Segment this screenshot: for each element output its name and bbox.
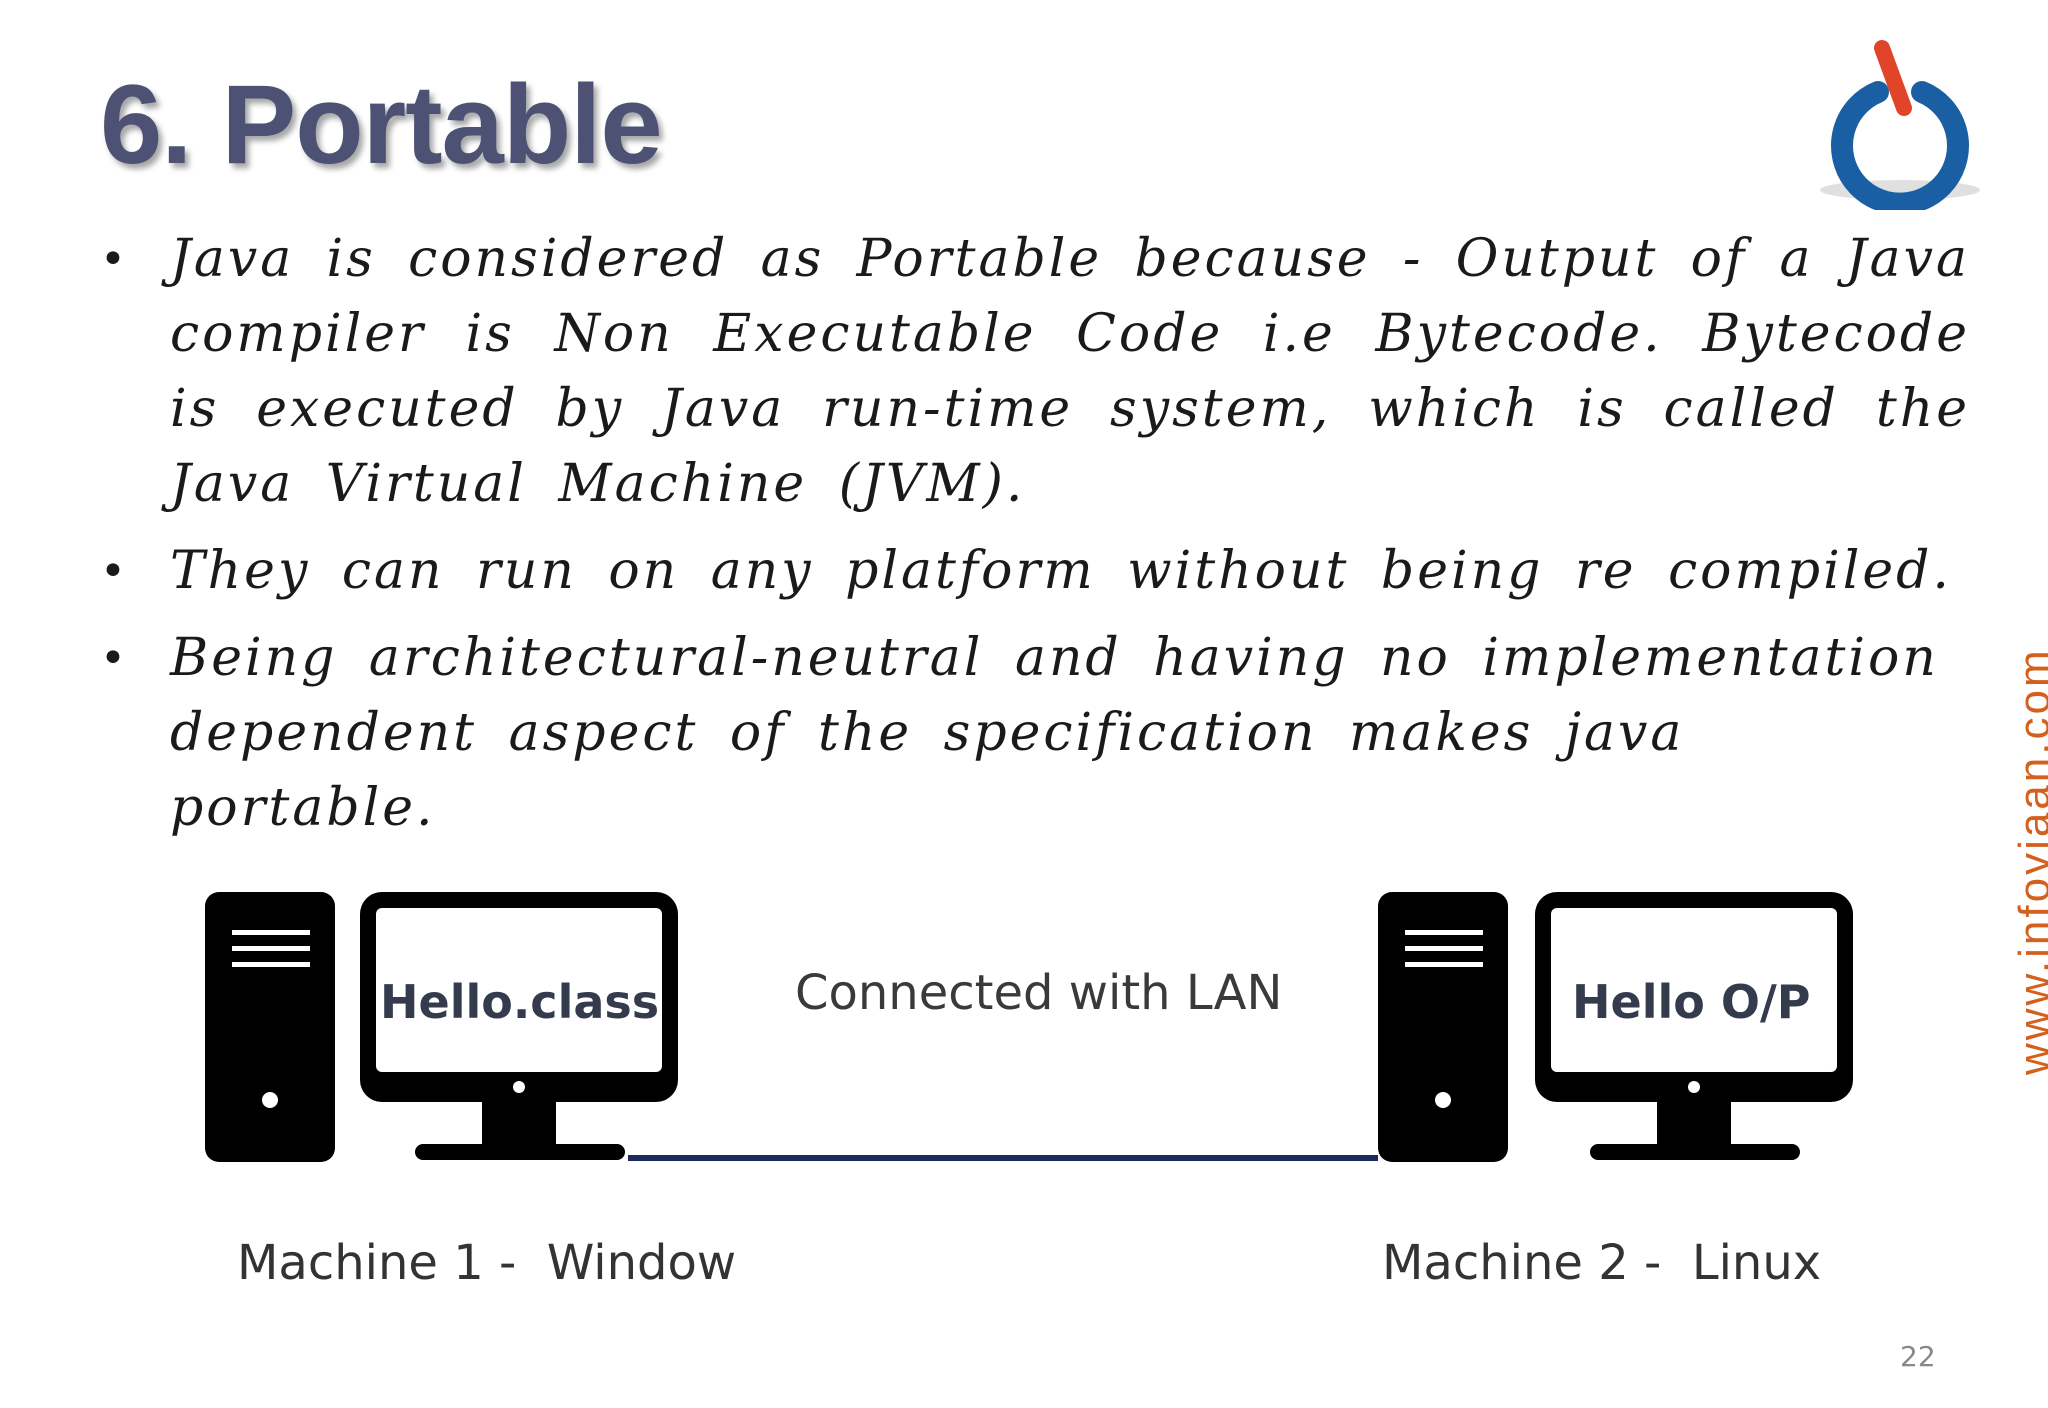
machine-2-screen-text: Hello O/P [1572,975,1811,1029]
bullet-item: • Being architectural-neutral and having… [100,621,1970,846]
bullet-glyph: • [100,234,129,285]
slide-title: 6. Portable [100,62,663,187]
machine-2-computer-icon [1378,892,1853,1162]
bullet-item: • Java is considered as Portable because… [100,222,1970,522]
bullet-text: Java is considered as Portable because -… [170,229,1970,514]
machine-2-label: Machine 2 - Linux [1382,1235,1822,1291]
bullet-list: • Java is considered as Portable because… [100,222,1970,858]
lan-label: Connected with LAN [795,965,1283,1021]
page-number: 22 [1900,1340,1936,1373]
machine-1-screen-text: Hello.class [380,975,660,1029]
bullet-glyph: • [100,633,129,684]
bullet-text: They can run on any platform without bei… [170,541,1952,601]
bullet-item: • They can run on any platform without b… [100,534,1970,609]
lan-diagram [205,892,1853,1162]
power-logo-icon [1820,40,1980,210]
machine-1-computer-icon [205,892,678,1162]
machine-1-label: Machine 1 - Window [237,1235,737,1291]
bullet-text: Being architectural-neutral and having n… [170,628,1939,838]
bullet-glyph: • [100,546,129,597]
